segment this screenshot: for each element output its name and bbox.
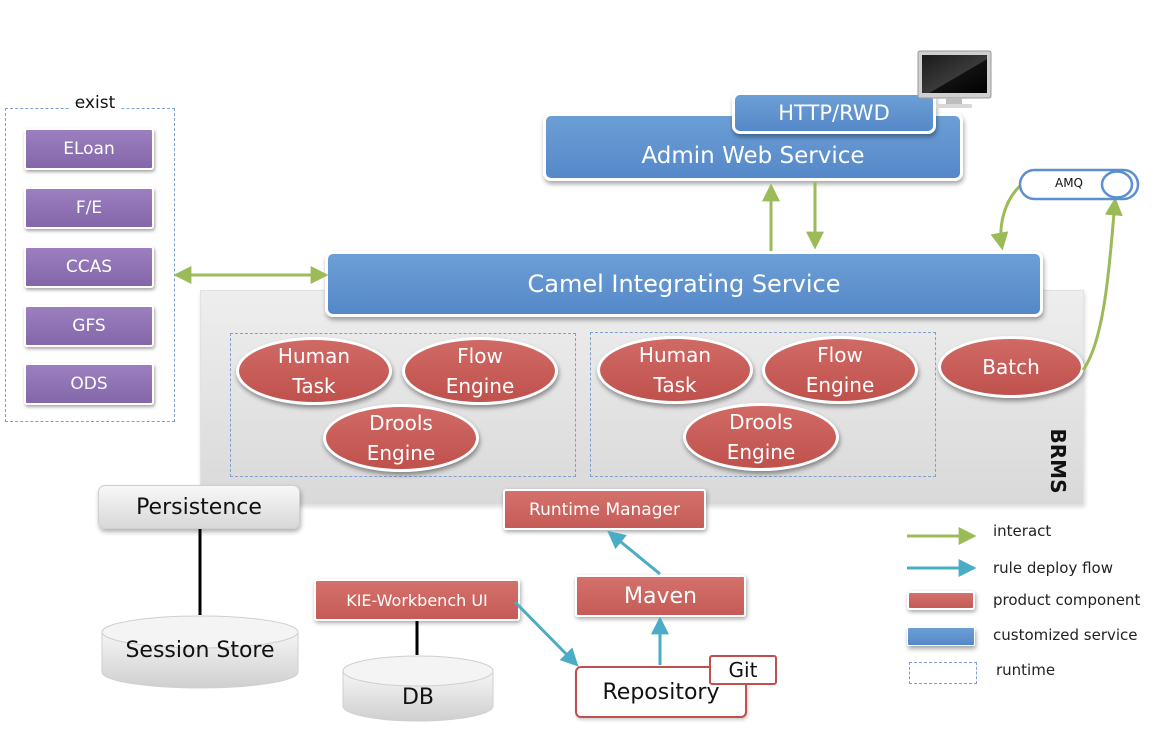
monitor-icon	[917, 50, 992, 108]
exist-title: exist	[70, 93, 120, 113]
legend-interact-label: interact	[993, 522, 1052, 540]
maven: Maven	[575, 575, 746, 617]
runtime-group-2	[590, 332, 936, 477]
exist-item-eloan: ELoan	[24, 128, 154, 170]
runtime-manager: Runtime Manager	[503, 489, 706, 530]
git: Git	[709, 655, 777, 685]
exist-item-gfs: GFS	[24, 305, 154, 347]
exist-item-ods: ODS	[24, 363, 154, 405]
db-label: DB	[401, 685, 435, 710]
legend-customized-label: customized service	[993, 626, 1138, 644]
session-store-label: Session Store	[125, 638, 275, 663]
amq-queue	[1018, 168, 1140, 201]
legend-product-label: product component	[993, 591, 1141, 609]
legend-runtime-swatch	[909, 662, 977, 684]
http-rwd: HTTP/RWD	[732, 92, 936, 134]
batch-to-amq-arrow	[1081, 197, 1123, 371]
legend-runtime-label: runtime	[996, 661, 1056, 679]
session-store-cylinder	[101, 615, 299, 689]
maven-to-runtime-manager-arrow	[607, 530, 661, 576]
legend-customized-swatch	[907, 627, 975, 646]
db-cylinder	[342, 655, 494, 722]
legend-product-swatch	[907, 591, 975, 610]
exist-item-fe: F/E	[24, 187, 154, 229]
exist-item-ccas: CCAS	[24, 246, 154, 288]
amq-to-camel-arrow	[990, 184, 1022, 251]
kie-to-repository-arrow	[513, 600, 579, 667]
amq-label: AMQ	[1054, 176, 1083, 190]
persistence: Persistence	[98, 485, 300, 529]
camel-integrating-service: Camel Integrating Service	[325, 251, 1043, 317]
legend-deploy-label: rule deploy flow	[993, 559, 1113, 577]
batch: Batch	[938, 336, 1084, 398]
runtime-group-1	[230, 333, 576, 477]
kie-workbench-ui: KIE-Workbench UI	[314, 579, 520, 621]
